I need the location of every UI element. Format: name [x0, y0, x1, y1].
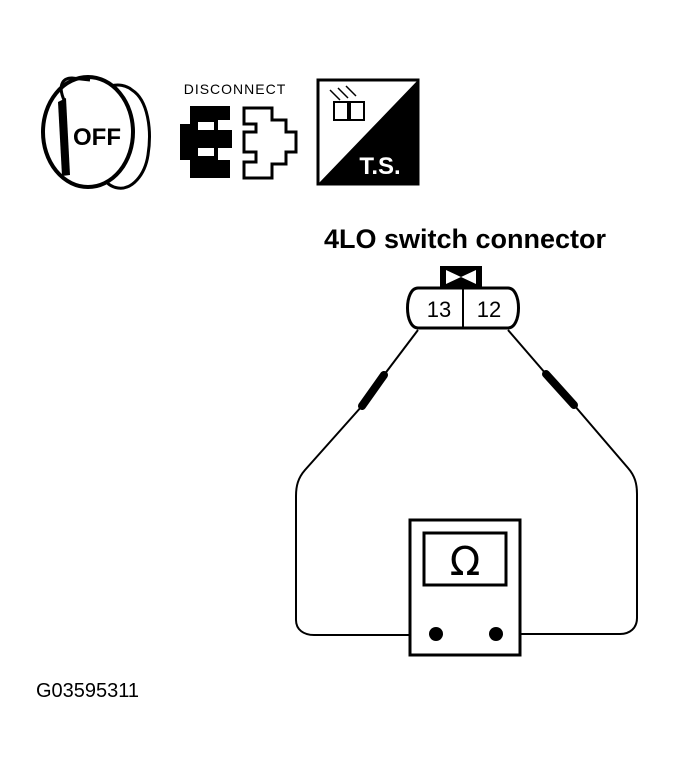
- ignition-off-icon: OFF: [41, 75, 151, 190]
- pin-12-label: 12: [477, 297, 501, 322]
- figure-code: G03595311: [36, 680, 139, 702]
- ohmmeter: Ω: [408, 518, 522, 657]
- meter-terminal-right: [489, 627, 503, 641]
- ignition-off-label: OFF: [73, 124, 121, 151]
- connector-body: 13 12: [406, 286, 520, 330]
- meter-terminal-left: [429, 627, 443, 641]
- connector-title: 4LO switch connector: [324, 224, 607, 254]
- disconnect-icon: DISCONNECT: [180, 81, 298, 180]
- connector-lock-tab: [440, 266, 482, 288]
- disconnect-label: DISCONNECT: [184, 81, 287, 97]
- right-probe-lead: [496, 329, 638, 635]
- ohm-symbol: Ω: [450, 539, 481, 585]
- trouble-shooting-icon: T.S.: [316, 78, 420, 186]
- left-probe-lead: [295, 329, 436, 636]
- trouble-shooting-label: T.S.: [359, 153, 400, 180]
- pin-13-label: 13: [427, 297, 451, 322]
